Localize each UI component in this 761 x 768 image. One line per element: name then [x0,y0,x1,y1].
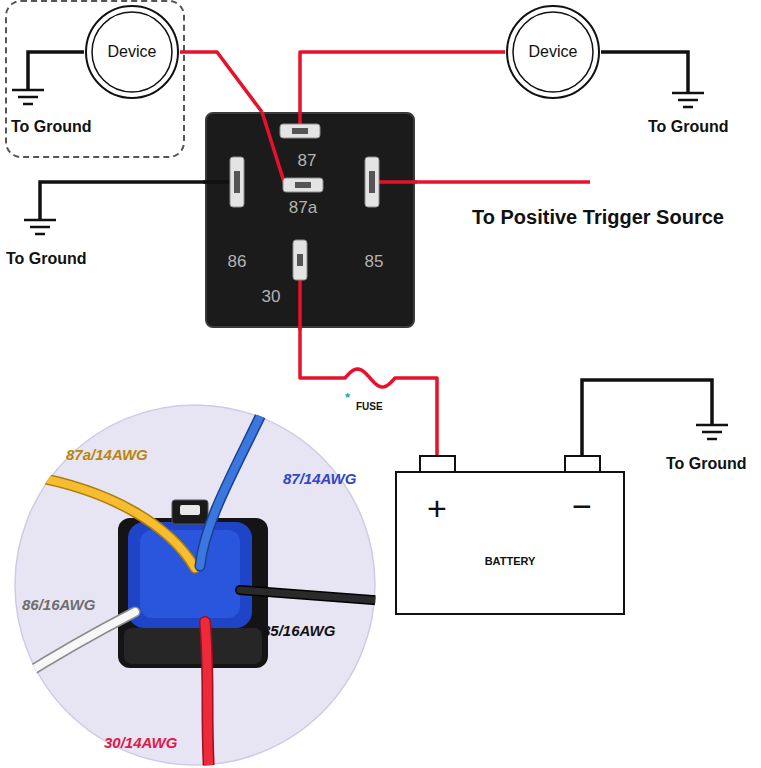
device-circle: Device [505,4,601,100]
inset-background [15,405,375,765]
device-ring [507,6,599,98]
relay-lead [240,590,400,602]
device-label: Device [529,43,578,61]
relay-lead [240,590,400,602]
device-group-box: To Ground Device [5,0,185,158]
relay-lead [30,476,195,568]
relay-wire [262,112,285,185]
ground-symbol [12,90,44,104]
ground-symbol [24,220,56,234]
pin-number: 87a [289,198,317,218]
relay-lead [205,622,210,768]
relay-photo-inset: 87a/14AWG 87/14AWG 86/16AWG 85/16AWG 30/14AW… [14,404,376,766]
trigger-label: To Positive Trigger Source [472,206,724,229]
ground-label: To Ground [11,118,92,136]
terminal-slot [234,171,240,193]
wire-label: 86/16AWG [22,596,95,613]
wire [180,52,262,112]
ground-symbol [696,425,728,439]
relay-photo [0,400,400,768]
device-ring [86,6,178,98]
battery-label: BATTERY [485,555,536,568]
relay-housing [124,628,262,664]
polarity-sign: − [572,487,592,526]
relay-terminal [230,157,244,207]
pin-number: 30 [262,287,281,307]
wire-label: 87/14AWG [283,470,356,487]
device-ring [513,12,593,92]
relay-lead [205,622,210,768]
relay-tab [180,505,200,515]
wire-label: 87a/14AWG [66,446,148,463]
battery-terminal [565,456,600,473]
device-ring [92,12,172,92]
relay-terminal [280,124,320,138]
polarity-sign: + [427,489,447,528]
ground-label: To Ground [648,118,729,136]
battery-outline [395,455,625,615]
battery-terminal [420,456,455,473]
pin-number: 85 [365,252,384,272]
terminal-slot [369,171,375,193]
relay-body: 87 87a 86 85 30 [205,112,415,328]
relay-terminal [293,240,307,280]
fuse-label: FUSE [356,401,383,413]
wire-label: 85/16AWG [262,622,335,639]
footnote-mark: * [345,391,350,406]
wire [300,328,437,455]
battery: + − BATTERY [395,455,625,615]
relay-lead [200,400,268,566]
relay-wire [298,278,302,330]
device-circle: Device [84,4,180,100]
relay-terminals [205,112,415,328]
ground-wire [582,380,712,455]
terminal-slot [292,128,308,134]
relay-lead [30,476,195,568]
ground-wire [40,182,205,220]
relay-cap [140,530,240,618]
ground-symbol [672,93,704,107]
relay-wire [379,180,417,184]
ground-wire [28,52,84,90]
device-label: Device [108,43,157,61]
battery-body [396,472,624,614]
wire-label: 30/14AWG [104,734,177,751]
relay-wire [203,180,232,184]
trigger-wire [415,180,590,184]
relay-lead [0,612,135,690]
pin-number: 86 [228,252,247,272]
ground-wire [601,52,688,93]
pin-number: 87 [298,151,317,171]
relay-lead [200,400,268,566]
relay-terminal [283,178,323,192]
wire [300,52,505,112]
ground-label: To Ground [666,455,747,473]
relay-lead [0,612,135,690]
relay-terminal [365,157,379,207]
relay-cap [128,522,252,628]
terminal-slot [297,254,303,266]
relay-tab [172,500,208,524]
terminal-slot [295,182,311,188]
ground-label: To Ground [6,250,87,268]
